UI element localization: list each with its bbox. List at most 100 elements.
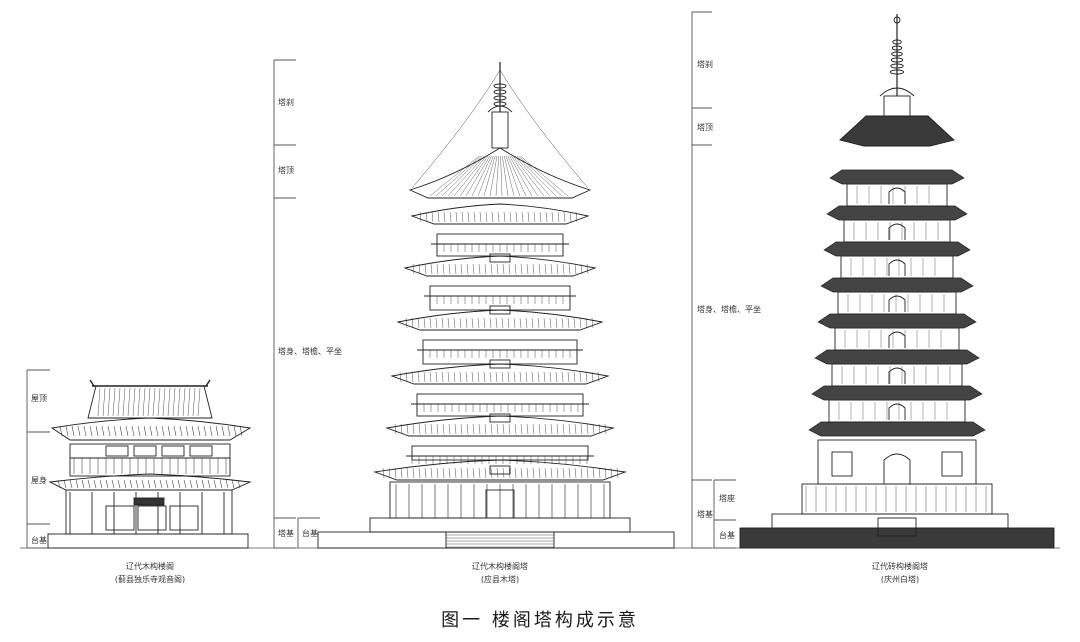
brick-pagoda-foundation (771, 513, 1009, 529)
pagoda-spire-base (491, 111, 509, 149)
pagoda-roof-tile (465, 155, 490, 197)
pagoda-roof-tile (447, 155, 485, 197)
pagoda-rafter (533, 211, 536, 223)
pavilion-rafter (207, 479, 211, 489)
pagoda-rafter (484, 423, 487, 435)
label-right-foundation: 塔基 (697, 510, 713, 519)
pagoda-rafter (591, 317, 594, 329)
brick-pagoda-story (837, 291, 957, 315)
pavilion-rafter (75, 479, 79, 489)
pagoda-rafter (460, 467, 463, 479)
pavilion-rafter (233, 425, 237, 437)
pavilion-window (133, 445, 157, 457)
pagoda-rafter (437, 211, 440, 223)
pagoda-rafter (454, 423, 457, 435)
pagoda-rafter (477, 371, 480, 383)
pagoda-top-roof (408, 147, 592, 199)
pavilion-rafter (111, 479, 115, 489)
pagoda-rafter (586, 467, 589, 479)
pagoda-rafter (556, 467, 559, 479)
pagoda-rafter (598, 467, 601, 479)
pagoda-rafter (435, 371, 438, 383)
pavilion-door (105, 505, 135, 531)
label-right-top: 塔顶 (697, 123, 713, 132)
pagoda-rafter (441, 371, 444, 383)
pavilion-rafter (237, 479, 241, 489)
pagoda-rafter (501, 371, 504, 383)
pagoda-story-body (416, 393, 584, 417)
pavilion-rafter (135, 479, 139, 489)
pavilion-roof-tile (122, 387, 126, 417)
pavilion-rafter (203, 425, 207, 437)
pavilion-rafter (93, 479, 97, 489)
pagoda-rafter (496, 423, 499, 435)
pavilion-rafter (167, 425, 171, 437)
brick-pagoda-eave (820, 277, 974, 293)
pavilion-rafter (209, 425, 213, 437)
pagoda-rafter (430, 423, 433, 435)
pagoda-rafter (490, 423, 493, 435)
pagoda-rafter (539, 211, 542, 223)
pagoda-rafter (399, 371, 402, 383)
pagoda-eave (385, 415, 615, 437)
pagoda-rafter (478, 467, 481, 479)
pavilion-rafter (147, 479, 151, 489)
pagoda-rafter (495, 371, 498, 383)
pagoda-roof-tile (502, 155, 509, 197)
pagoda-rafter (525, 317, 528, 329)
pagoda-rafter (459, 317, 462, 329)
pagoda-rafter (473, 211, 476, 223)
pavilion-rafter (125, 425, 129, 437)
pagoda-roof-tile (505, 155, 521, 197)
pagoda-rafter (574, 423, 577, 435)
label-right-pedestal: 塔座 (719, 494, 735, 503)
pagoda-rafter (519, 371, 522, 383)
pavilion-roof-tile (182, 387, 186, 417)
pagoda-rafter (538, 423, 541, 435)
pagoda-rafter (484, 467, 487, 479)
pavilion-roof-tile (102, 387, 106, 417)
pagoda-rafter (543, 317, 546, 329)
pagoda-rafter (563, 211, 566, 223)
pagoda-rafter (430, 263, 433, 275)
pagoda-roof-tile (471, 155, 492, 197)
pagoda-eave (410, 203, 590, 225)
pavilion-rafter (63, 479, 67, 489)
pagoda-story-body (411, 445, 589, 461)
pagoda-rafter (520, 263, 523, 275)
pagoda-window (489, 253, 511, 263)
pagoda-rafter (465, 371, 468, 383)
pagoda-rafter (424, 263, 427, 275)
pagoda-rafter (579, 371, 582, 383)
pagoda-rafter (514, 263, 517, 275)
pagoda-rafter (537, 317, 540, 329)
pagoda-rafter (585, 317, 588, 329)
pagoda-rafter (557, 211, 560, 223)
pagoda-rafter (527, 211, 530, 223)
pagoda-rafter (543, 371, 546, 383)
pavilion-rafter (171, 479, 175, 489)
pagoda-rafter (424, 423, 427, 435)
pavilion-roof-tile (112, 387, 116, 417)
pagoda-rafter (412, 467, 415, 479)
pavilion-lower-eave (48, 473, 252, 491)
pagoda-rafter (513, 317, 516, 329)
pagoda-rafter (466, 423, 469, 435)
pagoda-rafter (394, 423, 397, 435)
brick-pagoda-window (941, 451, 963, 477)
pagoda-rafter (405, 317, 408, 329)
pavilion-roof-tile (142, 387, 146, 417)
pavilion-roof-tile (97, 387, 101, 417)
pagoda-roof-tile (489, 155, 498, 197)
pagoda-rafter (538, 467, 541, 479)
pagoda-rafter (471, 371, 474, 383)
pagoda-rafter (478, 423, 481, 435)
pagoda-rafter (544, 467, 547, 479)
pagoda-rafter (532, 467, 535, 479)
pagoda-rafter (429, 317, 432, 329)
pagoda-rafter (537, 371, 540, 383)
pagoda-roof-tile (435, 155, 481, 197)
pagoda-rafter (514, 423, 517, 435)
pagoda-rafter (569, 211, 572, 223)
